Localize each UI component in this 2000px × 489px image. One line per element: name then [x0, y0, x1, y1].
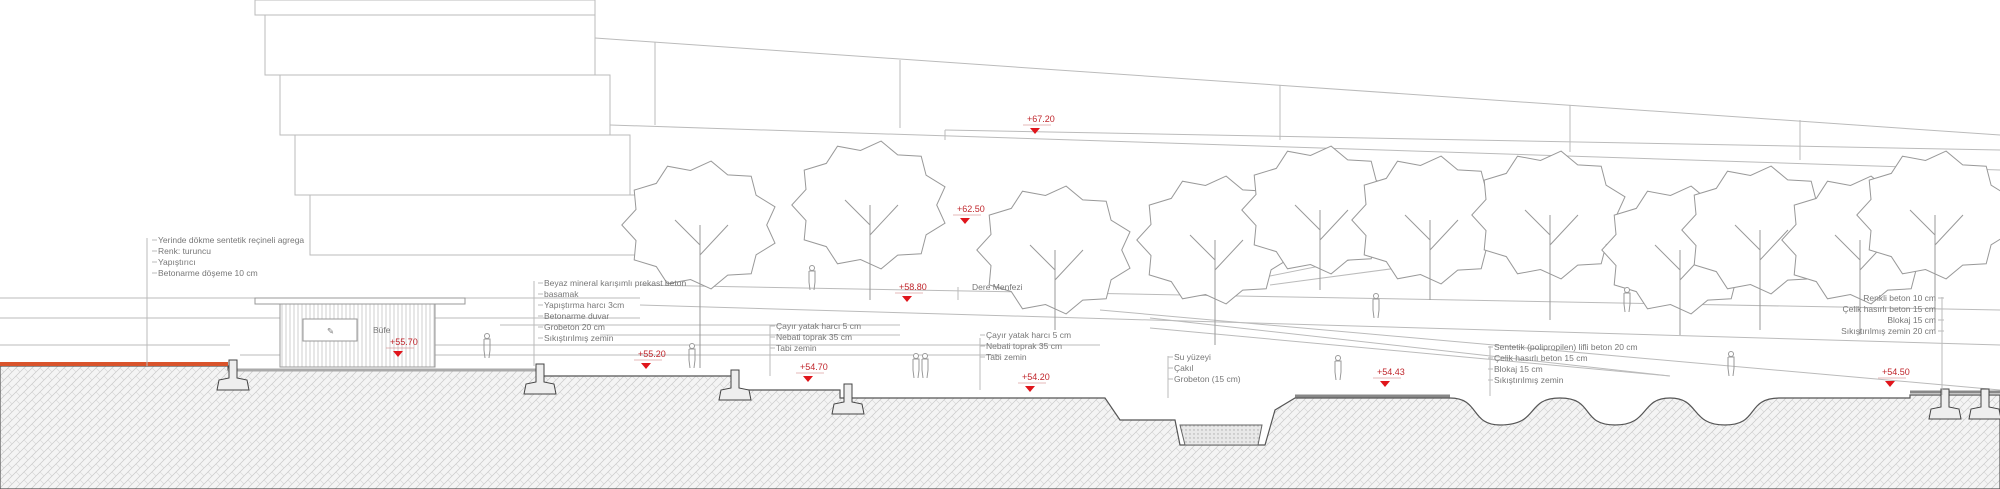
material-note: Renkli beton 10 cm	[1863, 293, 1936, 303]
people-silhouettes	[483, 265, 1735, 381]
material-note: Beyaz mineral karışımlı prekast beton	[544, 278, 686, 288]
material-note: Betonarme duvar	[544, 311, 609, 321]
wall-footing	[831, 383, 865, 415]
material-note: Blokaj 15 cm	[1887, 315, 1936, 325]
elevation-triangle-icon	[803, 376, 813, 382]
material-note: Nebati toprak 35 cm	[986, 341, 1062, 351]
elevation-label: +54.50	[1882, 367, 1910, 377]
elevation-marker: +58.80	[895, 282, 927, 302]
elevation-label: +67.20	[1027, 114, 1055, 124]
elevation-triangle-icon	[1885, 381, 1895, 387]
elevation-label: +58.80	[899, 282, 927, 292]
background-building	[0, 0, 2000, 391]
elevation-triangle-icon	[1030, 128, 1040, 134]
material-note: Çayır yatak harcı 5 cm	[776, 321, 861, 331]
person-silhouette	[1727, 351, 1735, 377]
stream-water	[1179, 424, 1263, 446]
elevation-triangle-icon	[1025, 386, 1035, 392]
tree	[621, 160, 776, 368]
material-note: Tabi zemin	[986, 352, 1027, 362]
person-silhouette	[1334, 355, 1342, 381]
elevation-marker: +62.50	[953, 204, 985, 224]
elevation-triangle-icon	[902, 296, 912, 302]
person-silhouette	[483, 333, 491, 359]
material-note: Blokaj 15 cm	[1494, 364, 1543, 374]
material-note: Tabi zemin	[776, 343, 817, 353]
person-silhouette	[921, 353, 929, 379]
material-note: Su yüzeyi	[1174, 352, 1211, 362]
material-note: basamak	[544, 289, 579, 299]
elevation-label: +55.20	[638, 349, 666, 359]
material-note: Renk: turuncu	[158, 246, 211, 256]
tree-group	[621, 140, 2000, 368]
elevation-marker: +55.70	[386, 337, 418, 357]
wall-footing	[1968, 388, 2000, 420]
elevation-triangle-icon	[393, 351, 403, 357]
elevation-marker: +54.70	[796, 362, 828, 382]
tree	[976, 185, 1131, 330]
material-note: Yapıştırıcı	[158, 257, 196, 267]
material-note: Grobeton (15 cm)	[1174, 374, 1241, 384]
kiosk-building: ✎ Büfe	[254, 297, 466, 368]
tree	[1856, 150, 2000, 330]
material-note: Sıkıştırılmış zemin	[544, 333, 614, 343]
elevation-triangle-icon	[641, 363, 651, 369]
tree	[1471, 150, 1626, 320]
material-note: Grobeton 20 cm	[544, 322, 605, 332]
wall-footing	[523, 363, 557, 395]
material-note: Çayır yatak harcı 5 cm	[986, 330, 1071, 340]
elevation-label: +62.50	[957, 204, 985, 214]
elevation-marker: +54.43	[1373, 367, 1405, 387]
elevation-marker: +54.50	[1878, 367, 1910, 387]
wall-footing	[718, 369, 752, 401]
tree	[1241, 145, 1396, 290]
material-note: Nebati toprak 35 cm	[776, 332, 852, 342]
orange-resin-surface	[0, 362, 228, 366]
kiosk-label: Büfe	[373, 325, 391, 335]
elevation-label: +54.43	[1377, 367, 1405, 377]
person-silhouette	[1372, 293, 1380, 319]
elevation-label: +54.20	[1022, 372, 1050, 382]
stream-culvert-label: Dere Menfezi	[972, 282, 1023, 292]
material-note: Sentetik (polipropilen) lifli beton 20 c…	[1494, 342, 1638, 352]
tree	[1351, 155, 1506, 300]
ground-section	[0, 365, 2000, 489]
material-note: Sıkıştırılmış zemin 20 cm	[1841, 326, 1936, 336]
material-note: Çakıl	[1174, 363, 1193, 373]
material-note: Çelik hasırlı beton 15 cm	[1494, 353, 1588, 363]
person-silhouette	[1623, 287, 1631, 313]
person-silhouette	[808, 265, 816, 291]
person-silhouette	[688, 343, 696, 369]
material-note: Betonarme döşeme 10 cm	[158, 268, 258, 278]
material-note: Sıkıştırılmış zemin	[1494, 375, 1564, 385]
tree	[791, 140, 946, 300]
material-note: Yapıştırma harcı 3cm	[544, 300, 624, 310]
wall-footings	[216, 359, 2000, 420]
elevation-marker: +54.20	[1018, 372, 1050, 392]
pencil-icon: ✎	[327, 326, 334, 336]
wall-footing	[216, 359, 250, 391]
elevation-marker: +55.20	[634, 349, 666, 369]
elevation-marker: +67.20	[1023, 114, 1055, 134]
wall-footing	[1928, 388, 1962, 420]
elevation-triangle-icon	[960, 218, 970, 224]
person-silhouette	[912, 353, 920, 379]
material-note: Yerinde dökme sentetik reçineli agrega	[158, 235, 304, 245]
elevation-label: +54.70	[800, 362, 828, 372]
elevation-label: +55.70	[390, 337, 418, 347]
elevation-triangle-icon	[1380, 381, 1390, 387]
material-note: Çelik hasırlı beton 15 cm	[1842, 304, 1936, 314]
